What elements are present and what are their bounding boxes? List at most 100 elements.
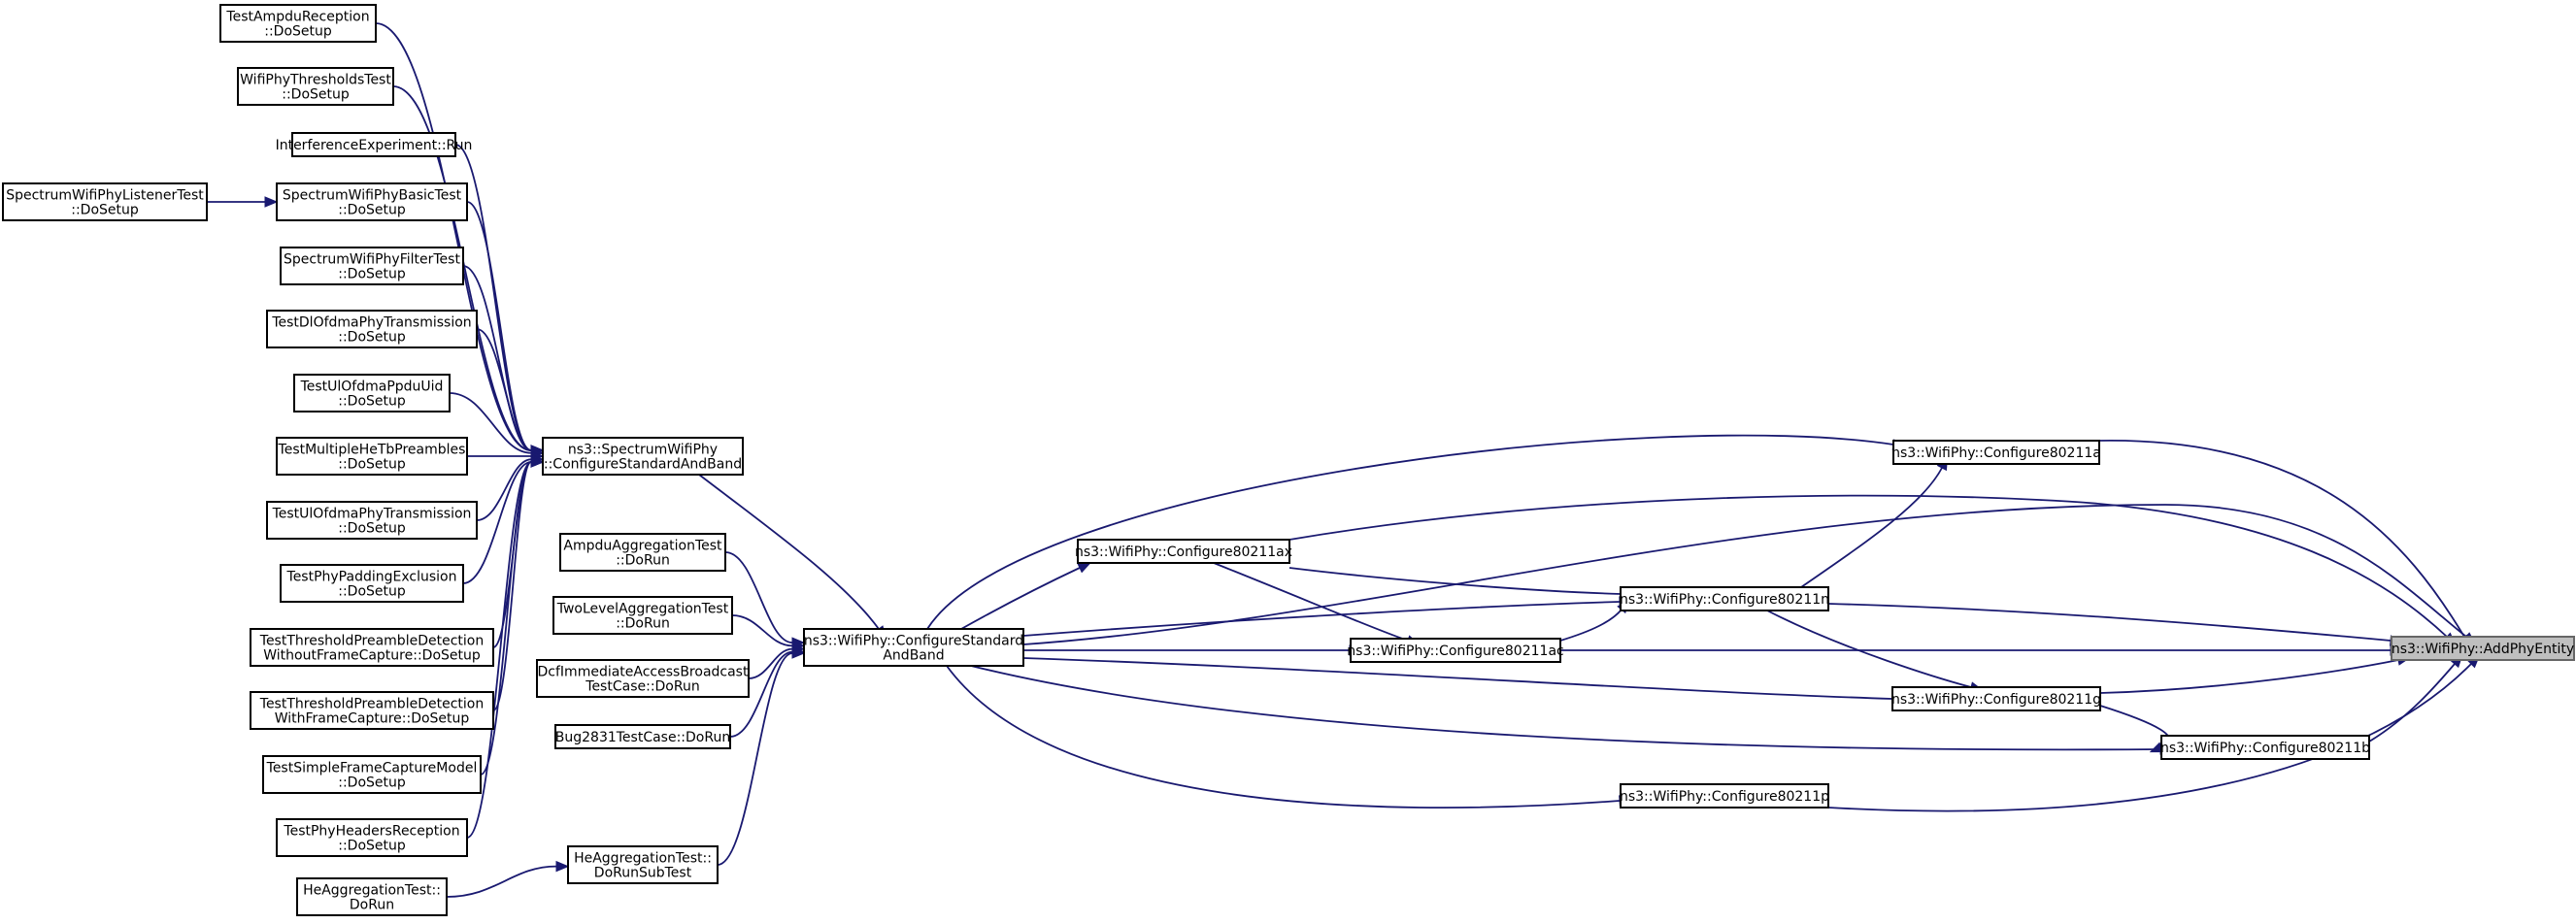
node-label-line: ::DoSetup [338, 457, 406, 473]
node-box [1892, 440, 2100, 465]
node-bug2831[interactable]: Bug2831TestCase::DoRun [554, 724, 731, 749]
node-cfg_ac[interactable]: ns3::WifiPhy::Configure80211ac [1347, 638, 1564, 663]
edge-he_agg_sub-to-wifi_csab [717, 647, 806, 866]
node-label-line: DcfImmediateAccessBroadcast [538, 665, 749, 680]
edge-line [1213, 562, 1409, 642]
node-label-line: AndBand [883, 648, 944, 664]
node-dl_ofdma_tx[interactable]: TestDlOfdmaPhyTransmission::DoSetup [266, 310, 478, 348]
node-label-line: TestUlOfdmaPhyTransmission [272, 507, 472, 522]
edge-line [1827, 603, 2392, 642]
node-ul_ofdma_tx[interactable]: TestUlOfdmaPhyTransmission::DoSetup [266, 501, 478, 540]
edge-wifi_csab-to-cfg_ax [960, 562, 1092, 630]
node-box [276, 818, 468, 857]
node-label-line: ::DoSetup [282, 87, 350, 103]
edge-ampdu_agg-to-wifi_csab [724, 551, 806, 648]
node-label-line: ns3::WifiPhy::ConfigureStandard [804, 634, 1023, 649]
node-spectrum_csab[interactable]: ns3::SpectrumWifiPhy::ConfigureStandardA… [542, 437, 744, 476]
node-label-line: WithoutFrameCapture::DoSetup [263, 648, 481, 664]
node-cfg_ax[interactable]: ns3::WifiPhy::Configure80211ax [1075, 539, 1292, 564]
node-add_phy_entity[interactable]: ns3::WifiPhy::AddPhyEntity [2391, 636, 2575, 661]
edge-line [729, 650, 793, 738]
edge-line [2099, 659, 2399, 694]
node-ampdu_agg[interactable]: AmpduAggregationTest::DoRun [559, 533, 726, 572]
node-he_agg_run[interactable]: HeAggregationTest::DoRun [296, 877, 448, 916]
node-two_level[interactable]: TwoLevelAggregationTest::DoRun [552, 596, 733, 635]
node-box [291, 132, 456, 157]
node-thr_with[interactable]: TestThresholdPreambleDetectionWithFrameC… [250, 691, 494, 730]
node-label-line: SpectrumWifiPhyFilterTest [284, 252, 460, 268]
node-label-line: ns3::SpectrumWifiPhy [568, 443, 718, 458]
edge-headers_rx-to-spectrum_csab [466, 456, 545, 839]
node-label-line: ::DoRun [616, 553, 670, 569]
node-he_agg_sub[interactable]: HeAggregationTest::DoRunSubTest [567, 845, 719, 884]
node-headers_rx[interactable]: TestPhyHeadersReception::DoSetup [276, 818, 468, 857]
edge-line [1022, 601, 1621, 637]
node-label-line: ::DoSetup [338, 394, 406, 410]
node-box [237, 67, 394, 106]
node-box [266, 310, 478, 348]
node-box [250, 628, 494, 667]
node-label-line: HeAggregationTest:: [574, 851, 712, 867]
node-cfg_n[interactable]: ns3::WifiPhy::Configure80211n [1620, 586, 1829, 611]
node-box [542, 437, 744, 476]
node-label-line: InterferenceExperiment::Run [276, 138, 473, 153]
edge-line [2099, 705, 2171, 748]
node-box [293, 374, 451, 412]
edge-line [476, 328, 532, 451]
edge-he_agg_run-to-he_agg_sub [446, 860, 570, 898]
edge-line [446, 865, 557, 898]
node-ul_ppdu_uid[interactable]: TestUlOfdmaPpduUid::DoSetup [293, 374, 451, 412]
edge-thr_without-to-spectrum_csab [492, 456, 545, 648]
edge-line [698, 474, 880, 630]
node-ampdu_reception[interactable]: TestAmpduReception::DoSetup [219, 4, 377, 43]
node-label-line: TestMultipleHeTbPreambles [278, 443, 466, 458]
node-basic_test[interactable]: SpectrumWifiPhyBasicTest::DoSetup [276, 182, 468, 221]
node-dcf_immediate[interactable]: DcfImmediateAccessBroadcastTestCase::DoR… [536, 659, 750, 698]
node-multiple_tb[interactable]: TestMultipleHeTbPreambles::DoSetup [276, 437, 468, 476]
node-cfg_g[interactable]: ns3::WifiPhy::Configure80211g [1891, 686, 2101, 711]
node-interference_run[interactable]: InterferenceExperiment::Run [276, 132, 473, 157]
edge-line [724, 551, 793, 644]
node-box [536, 659, 750, 698]
node-box [1077, 539, 1290, 564]
node-cfg_p[interactable]: ns3::WifiPhy::Configure80211p [1620, 783, 1829, 808]
node-label-line: ns3::WifiPhy::Configure80211ac [1347, 644, 1563, 659]
node-thresholds_test[interactable]: WifiPhyThresholdsTest::DoSetup [237, 67, 394, 106]
node-cfg_a[interactable]: ns3::WifiPhy::Configure80211a [1891, 440, 2101, 465]
node-label-line: TestPhyHeadersReception [283, 824, 459, 840]
node-box [1891, 686, 2101, 711]
node-box [266, 501, 478, 540]
edge-line [1288, 494, 2448, 638]
edge-wifi_csab-to-cfg_ac [1023, 644, 1363, 656]
node-wifi_csab[interactable]: ns3::WifiPhy::ConfigureStandardAndBand [803, 628, 1024, 667]
node-cfg_b[interactable]: ns3::WifiPhy::Configure80211b [2160, 735, 2370, 760]
edge-line [717, 652, 793, 866]
edge-cfg_g-to-add_phy_entity [2099, 654, 2412, 694]
node-label-line: ns3::WifiPhy::Configure80211ax [1075, 544, 1292, 560]
edge-line [476, 458, 532, 521]
edge-cfg_n-to-add_phy_entity [1827, 603, 2404, 646]
node-label-line: DoRun [350, 898, 394, 913]
node-box [250, 691, 494, 730]
node-box [803, 628, 1024, 667]
edge-filter_test-to-spectrum_csab [462, 265, 545, 456]
node-padding_excl[interactable]: TestPhyPaddingExclusion::DoSetup [280, 564, 464, 603]
edge-wifi_csab-to-cfg_g [1022, 657, 1906, 705]
node-box [276, 437, 468, 476]
node-label-line: ::DoSetup [338, 330, 406, 346]
node-box [280, 564, 464, 603]
node-label-line: ::DoSetup [338, 839, 406, 854]
edge-line [731, 614, 793, 647]
node-label-line: TestThresholdPreambleDetection [259, 634, 484, 649]
edge-line [1800, 467, 1943, 588]
node-label-line: ns3::WifiPhy::AddPhyEntity [2392, 642, 2574, 657]
edge-wifi_csab-to-cfg_n [1022, 596, 1633, 637]
nodes-layer: TestAmpduReception::DoSetupWifiPhyThresh… [2, 4, 2575, 916]
node-filter_test[interactable]: SpectrumWifiPhyFilterTest::DoSetup [280, 247, 464, 285]
node-listener_test[interactable]: SpectrumWifiPhyListenerTest::DoSetup [2, 182, 208, 221]
node-label-line: SpectrumWifiPhyListenerTest [6, 188, 204, 204]
node-box [1620, 586, 1829, 611]
node-label-line: ::ConfigureStandardAndBand [544, 457, 742, 473]
node-simple_capture[interactable]: TestSimpleFrameCaptureModel::DoSetup [262, 755, 482, 794]
node-thr_without[interactable]: TestThresholdPreambleDetectionWithoutFra… [250, 628, 494, 667]
